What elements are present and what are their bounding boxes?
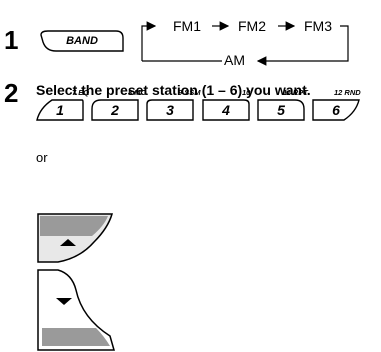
preset-key-2[interactable]: 2: [91, 99, 139, 121]
flow-am: AM: [224, 52, 245, 68]
key-5-function: 11 RPT: [283, 88, 308, 97]
band-button[interactable]: BAND: [40, 30, 124, 52]
or-text: or: [36, 150, 48, 165]
down-button[interactable]: [36, 268, 116, 352]
key-3-function: 9 SSM: [178, 88, 201, 97]
up-button[interactable]: [36, 212, 116, 264]
flow-fm2: FM2: [238, 18, 266, 34]
step-2-number: 2: [4, 78, 19, 108]
band-button-label: BAND: [66, 35, 98, 47]
flow-fm3: FM3: [304, 18, 332, 34]
preset-key-1-label: 1: [56, 102, 64, 118]
preset-key-4[interactable]: 4: [202, 99, 250, 121]
flow-fm1: FM1: [173, 18, 201, 34]
key-2-function: 8 MO: [128, 88, 147, 97]
step-1-number: 1: [4, 25, 19, 55]
preset-key-5-label: 5: [277, 102, 285, 118]
preset-key-3[interactable]: 3: [146, 99, 194, 121]
preset-key-3-label: 3: [166, 102, 174, 118]
down-arrow-icon: [56, 298, 72, 305]
key-6-function: 12 RND: [334, 88, 361, 97]
preset-key-6-label: 6: [332, 102, 340, 118]
preset-key-5[interactable]: 5: [257, 99, 305, 121]
preset-key-6[interactable]: 6: [312, 99, 360, 121]
preset-key-4-label: 4: [222, 102, 230, 118]
band-flow-diagram: [141, 21, 349, 66]
preset-key-1[interactable]: 1: [36, 99, 84, 121]
key-1-function: 7 EQ: [72, 88, 90, 97]
step-2-instruction: Select the preset station (1 – 6) you wa…: [36, 82, 311, 98]
preset-key-2-label: 2: [111, 102, 119, 118]
up-arrow-icon: [60, 239, 76, 246]
key-4-function: 10: [242, 88, 251, 97]
